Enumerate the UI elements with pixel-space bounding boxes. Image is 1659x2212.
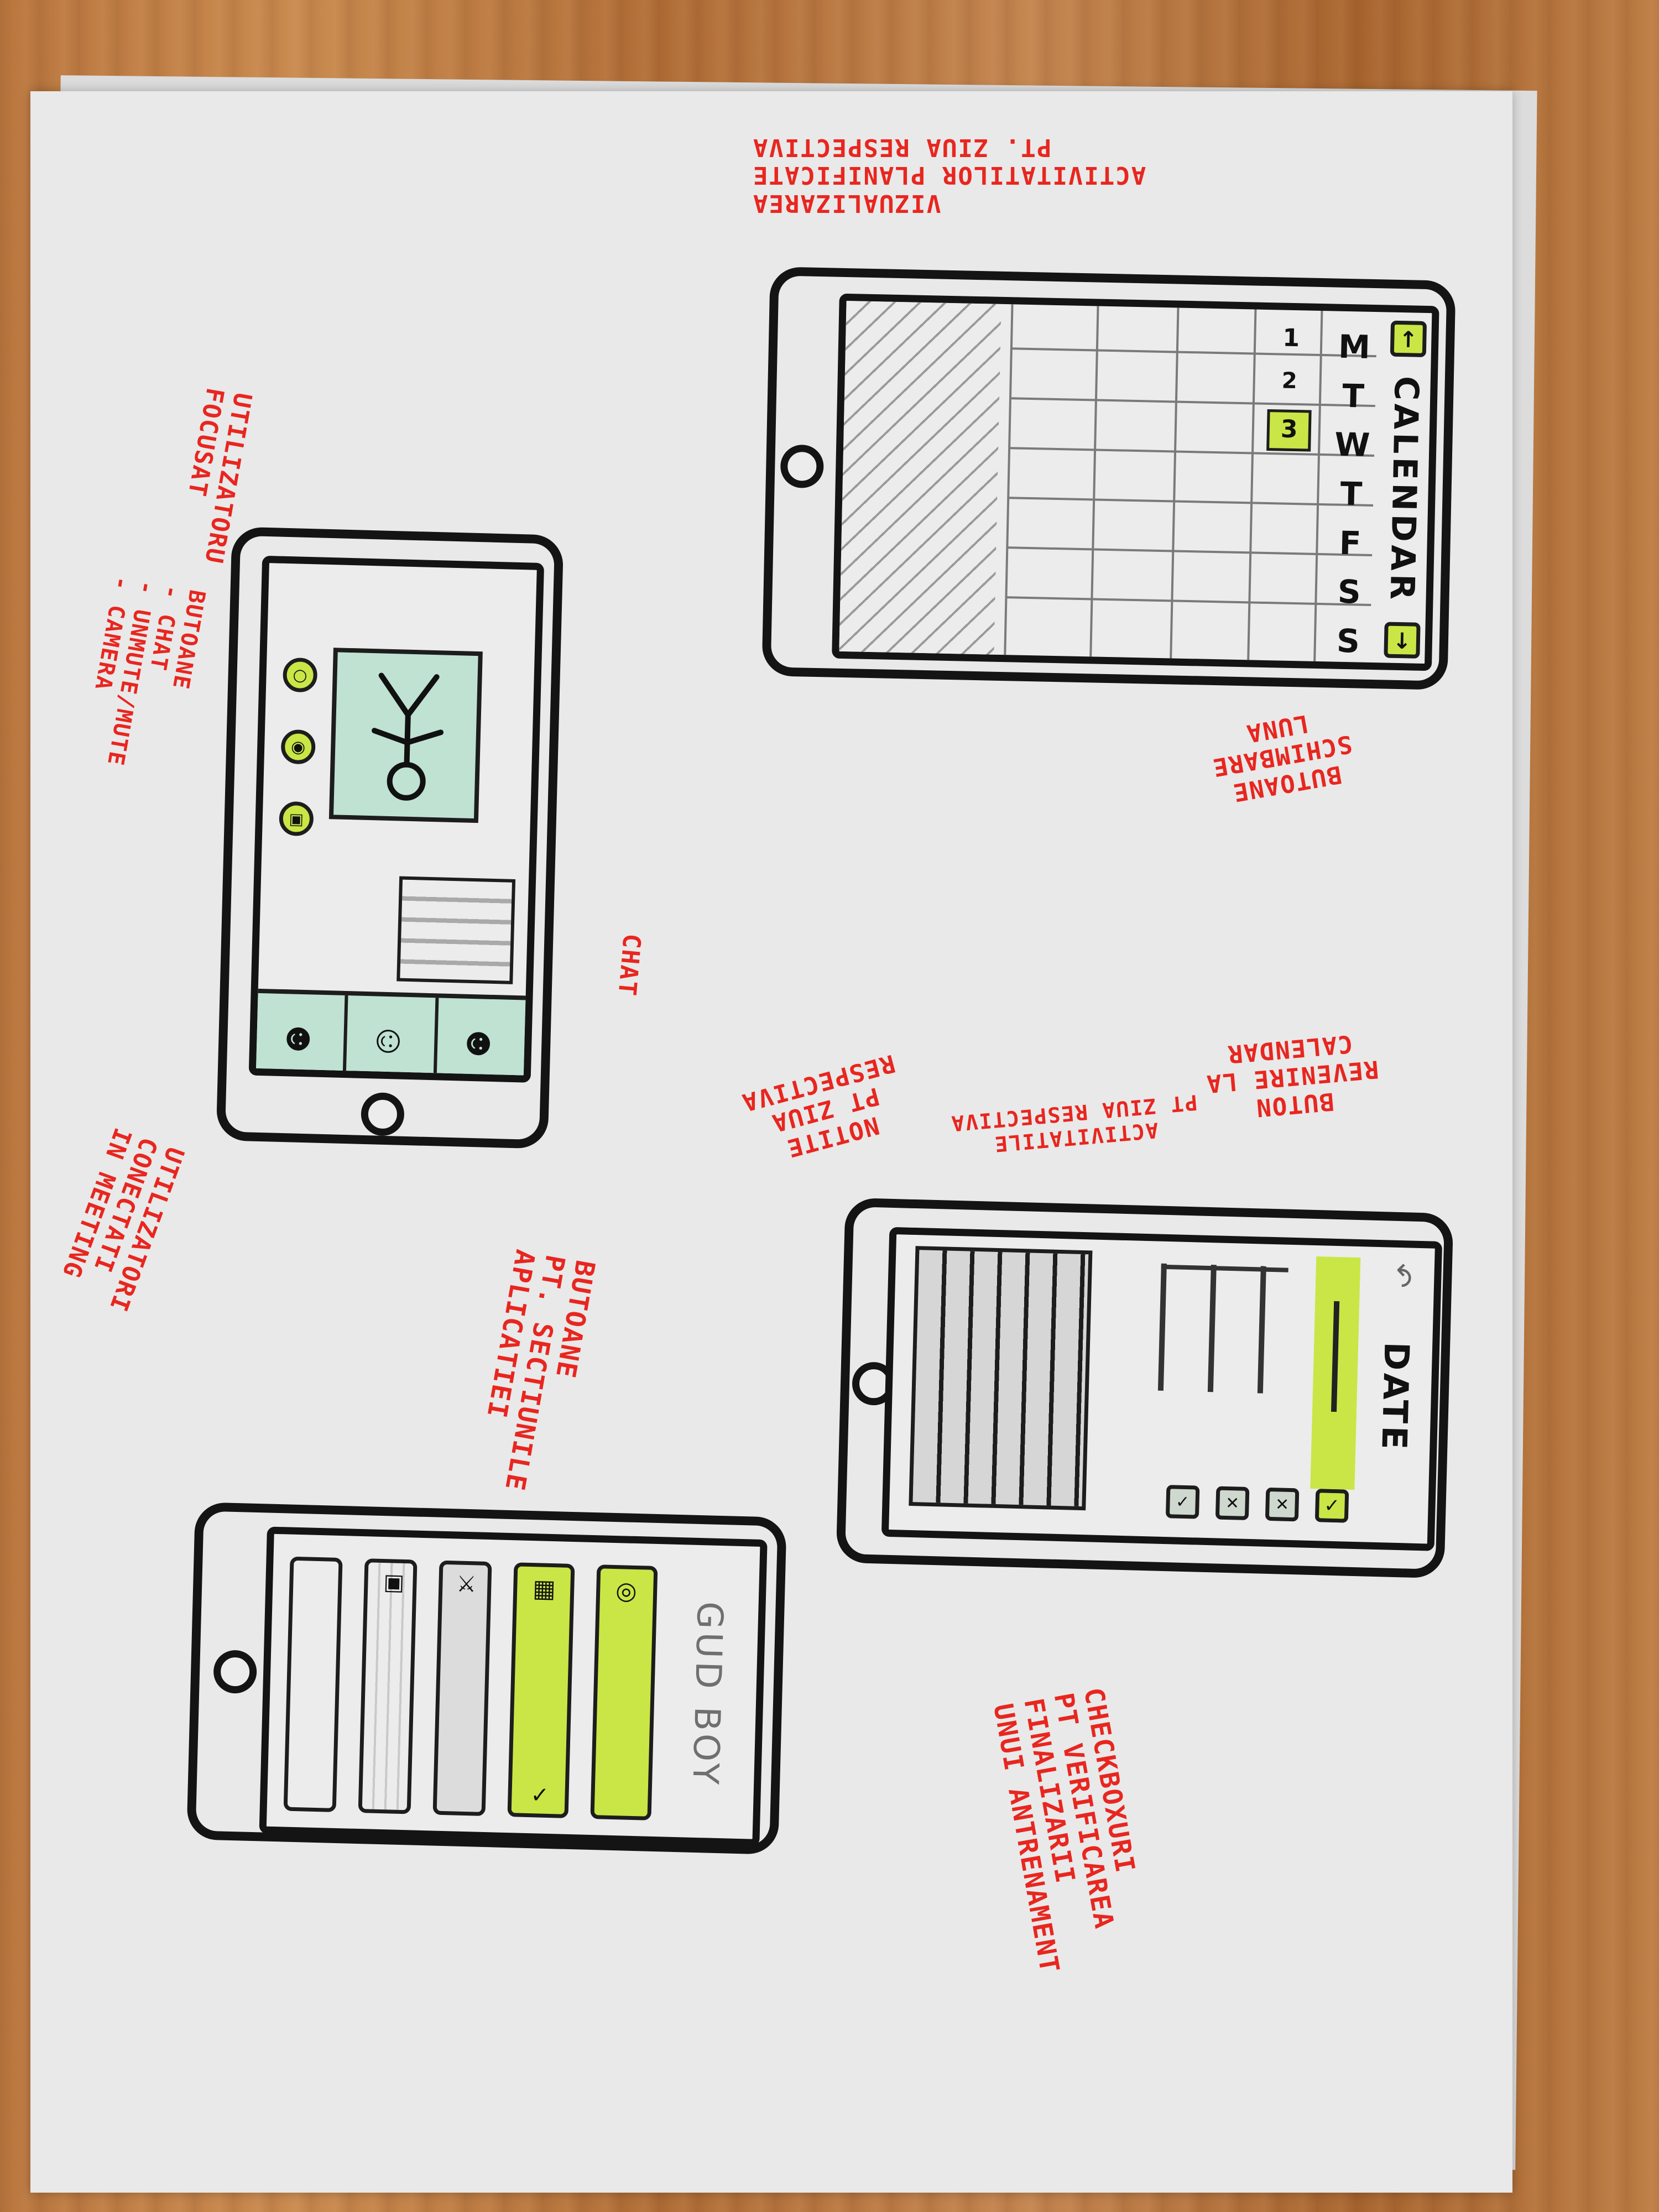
microphone-icon: ◉ <box>290 737 306 757</box>
weekday-sat: S <box>1337 573 1361 611</box>
calendar-screen: M T W T F S S 1 2 3 CALENDAR ← → <box>832 293 1439 671</box>
weekday-thu: T <box>1340 474 1363 513</box>
check-icon: ✓ <box>530 1783 550 1808</box>
chat-icon: ○ <box>293 665 308 685</box>
cross-icon: ✕ <box>1275 1494 1290 1515</box>
connected-user-tile[interactable]: ☻ <box>255 993 348 1083</box>
meeting-home-button[interactable] <box>360 1092 405 1136</box>
camera-icon: ▣ <box>289 809 304 828</box>
home-home-button[interactable] <box>213 1650 258 1694</box>
chat-panel[interactable] <box>397 876 516 984</box>
chat-toggle-button[interactable]: ○ <box>282 657 318 693</box>
activity-line <box>1161 1264 1288 1272</box>
activity-checkbox-checked[interactable]: ✓ <box>1314 1489 1349 1523</box>
section-tile[interactable]: ⚔ <box>432 1560 492 1817</box>
meeting-screen: ○ ◉ ▣ ☻ ☺ ☻ <box>248 555 545 1083</box>
calendar-weekday-row: M T W T F S S <box>1326 327 1377 660</box>
day-number-3[interactable]: 3 <box>1280 415 1298 444</box>
meeting-phone: ○ ◉ ▣ ☻ ☺ ☻ <box>216 526 564 1149</box>
weekday-mon: M <box>1338 327 1371 366</box>
calendar-phone: M T W T F S S 1 2 3 CALENDAR ← → <box>761 267 1456 690</box>
date-phone: ✓ ✕ ✕ ✓ DATE ↶ <box>836 1197 1454 1579</box>
prev-month-button[interactable]: ← <box>1390 320 1427 357</box>
check-icon: ✓ <box>1323 1494 1340 1517</box>
user-figure-icon: ☺ <box>368 1021 413 1062</box>
activity-checkbox[interactable]: ✓ <box>1165 1485 1200 1519</box>
cross-icon: ✕ <box>1225 1493 1240 1514</box>
focused-user-figure-icon <box>372 672 444 801</box>
lock-icon: ▣ <box>383 1570 405 1595</box>
check-icon: ✓ <box>1175 1492 1190 1512</box>
section-tile[interactable]: ▣ <box>358 1558 418 1814</box>
user-figure-icon: ☻ <box>458 1022 503 1065</box>
mute-toggle-button[interactable]: ◉ <box>280 729 316 765</box>
arrow-left-icon: ← <box>1395 329 1422 349</box>
activity-checkbox[interactable]: ✕ <box>1215 1486 1250 1520</box>
section-tile[interactable] <box>283 1556 343 1812</box>
calendar-grid <box>1004 304 1376 665</box>
next-month-button[interactable]: → <box>1384 622 1421 659</box>
weekday-wed: W <box>1334 425 1371 465</box>
activity-row-highlighted <box>1310 1256 1361 1490</box>
day-number-2[interactable]: 2 <box>1281 368 1298 394</box>
home-screen: ▣ ⚔ ▦ ✓ ◎ GUD BOY <box>259 1526 768 1847</box>
section-tile-meeting[interactable]: ◎ <box>590 1564 658 1820</box>
meeting-icon: ◎ <box>615 1577 638 1605</box>
activity-checkbox[interactable]: ✕ <box>1265 1487 1300 1522</box>
weekday-fri: F <box>1339 524 1362 562</box>
day-number-1[interactable]: 1 <box>1282 324 1300 353</box>
home-title: GUD BOY <box>684 1601 730 1788</box>
calendar-icon: ▦ <box>532 1575 556 1603</box>
weekday-sun: S <box>1336 622 1360 660</box>
date-screen: ✓ ✕ ✕ ✓ DATE ↶ <box>881 1227 1443 1551</box>
back-arrow-icon: ↶ <box>1384 1262 1418 1288</box>
connected-user-tile[interactable]: ☺ <box>346 995 439 1083</box>
annotation-calendar-view: VIZUALIZAREA ACTIVITATILOR PLANIFICATE P… <box>752 133 1146 217</box>
user-figure-icon: ☻ <box>278 1018 323 1060</box>
arrow-right-icon: → <box>1389 630 1415 650</box>
section-tile-calendar[interactable]: ▦ ✓ <box>507 1562 575 1818</box>
annotation-back-button: BUTON REVENIRE LA CALENDAR <box>1204 1029 1380 1122</box>
back-to-calendar-button[interactable]: ↶ <box>1382 1255 1422 1295</box>
connected-user-tile[interactable]: ☻ <box>436 998 526 1082</box>
annotation-chat: CHAT <box>612 932 646 998</box>
home-phone: ▣ ⚔ ▦ ✓ ◎ GUD BOY <box>186 1502 787 1855</box>
dumbbell-icon: ⚔ <box>456 1572 477 1597</box>
notes-panel[interactable] <box>909 1246 1093 1511</box>
calendar-home-button[interactable] <box>780 444 825 489</box>
focused-user-video <box>328 648 483 823</box>
camera-toggle-button[interactable]: ▣ <box>279 801 314 837</box>
connected-users-strip: ☻ ☺ ☻ <box>255 988 526 1083</box>
date-title: DATE <box>1374 1341 1417 1453</box>
activity-line <box>1331 1301 1340 1412</box>
calendar-title: CALENDAR <box>1382 375 1426 604</box>
activity-row <box>1128 1257 1333 1290</box>
weekday-tue: T <box>1342 377 1365 415</box>
